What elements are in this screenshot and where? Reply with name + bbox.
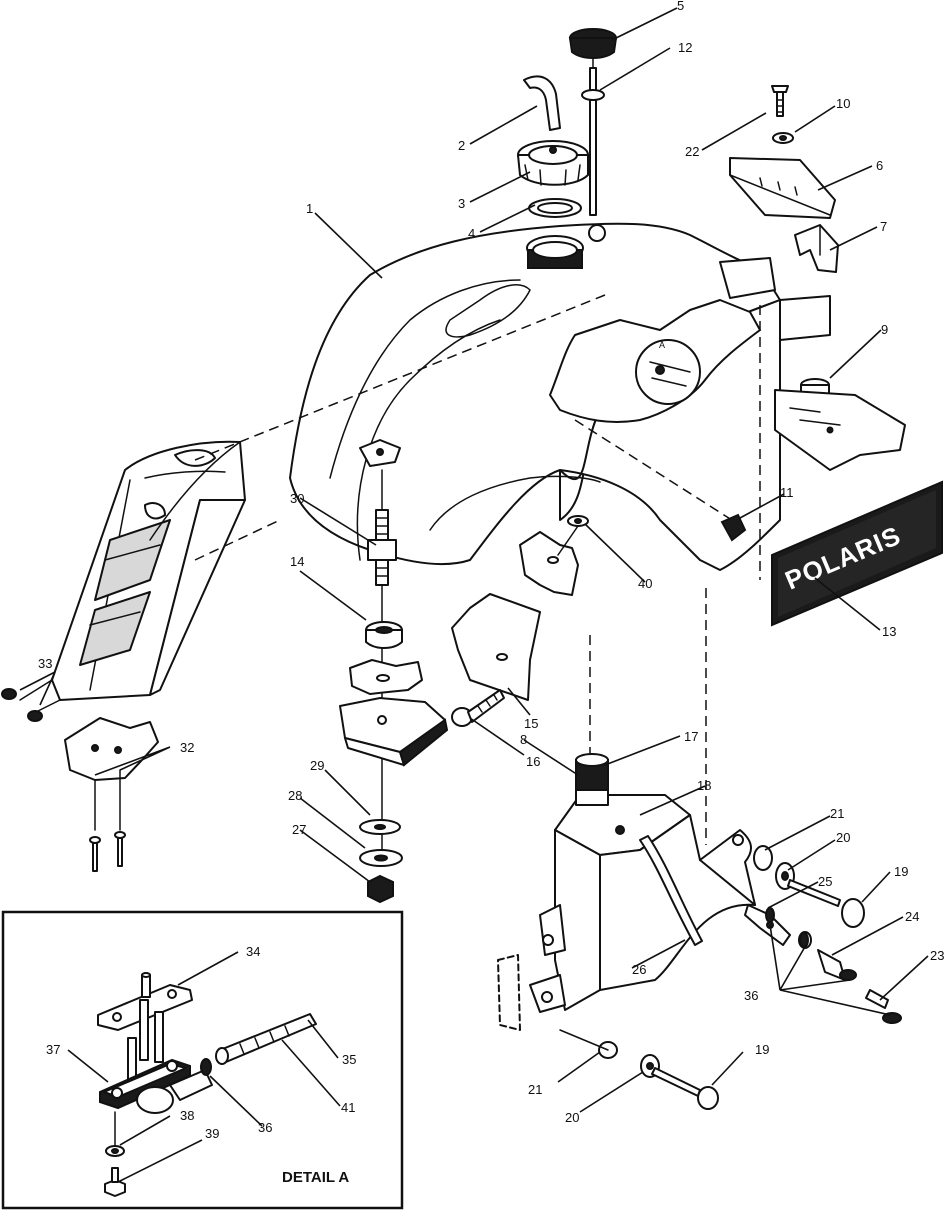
callout-13: 13 xyxy=(882,624,896,639)
callout-6: 6 xyxy=(876,158,883,173)
washer-20-lower xyxy=(640,1054,660,1078)
seat-frame xyxy=(19,440,246,781)
mount-pad xyxy=(349,659,423,695)
callout-12: 12 xyxy=(678,40,692,55)
callout-23: 23 xyxy=(930,948,944,963)
callout-8: 8 xyxy=(520,732,527,747)
screws-32 xyxy=(89,769,126,872)
callout-41: 41 xyxy=(341,1100,355,1115)
heat-shield xyxy=(451,593,541,701)
alignment-line-seat xyxy=(194,294,606,461)
callout-9: 9 xyxy=(881,322,888,337)
callout-3: 3 xyxy=(458,196,465,211)
callout-28: 28 xyxy=(288,788,302,803)
retainer-strap xyxy=(729,157,836,219)
tank-support-plate xyxy=(774,389,906,471)
callout-14: 14 xyxy=(290,554,304,569)
callout-35: 35 xyxy=(342,1052,356,1067)
detail-a-title: DETAIL A xyxy=(282,1169,349,1186)
callout-4: 4 xyxy=(468,226,475,241)
callout-21-lower: 21 xyxy=(528,1082,542,1097)
frame-bracket xyxy=(339,697,449,767)
tank-cap xyxy=(517,140,589,186)
callout-24: 24 xyxy=(905,909,919,924)
callout-16: 16 xyxy=(526,754,540,769)
stand-decal xyxy=(497,954,521,1031)
callout-17: 17 xyxy=(684,729,698,744)
washer-21-upper xyxy=(753,845,773,871)
filler-neck-17 xyxy=(575,753,609,806)
strap-clip xyxy=(794,224,839,273)
fuel-gauge-cap xyxy=(568,28,618,216)
callout-39: 39 xyxy=(205,1126,219,1141)
callout-26: 26 xyxy=(632,962,646,977)
callout-15: 15 xyxy=(524,716,538,731)
axis-lower-bolt xyxy=(559,1029,609,1051)
grommet-11 xyxy=(720,513,747,542)
push-fastener-16 xyxy=(451,689,505,727)
callout-2: 2 xyxy=(458,138,465,153)
callout-36-main: 36 xyxy=(744,988,758,1003)
bushing-14 xyxy=(365,621,403,649)
fitting-23 xyxy=(865,989,902,1024)
callout-30: 30 xyxy=(290,491,304,506)
callout-10: 10 xyxy=(836,96,850,111)
detail-a-marker: A xyxy=(659,340,665,350)
callout-38: 38 xyxy=(180,1108,194,1123)
callout-27: 27 xyxy=(292,822,306,837)
callout-21-upper: 21 xyxy=(830,806,844,821)
callout-34: 34 xyxy=(246,944,260,959)
callout-40: 40 xyxy=(638,576,652,591)
leader-lines xyxy=(19,7,929,1183)
vent-line-26 xyxy=(615,825,703,946)
washer-40 xyxy=(567,515,589,527)
washer-28 xyxy=(359,849,403,867)
callout-25: 25 xyxy=(818,874,832,889)
oil-reservoir xyxy=(529,794,756,1013)
callout-19-lower: 19 xyxy=(755,1042,769,1057)
push-rivet-33 xyxy=(1,688,43,722)
callout-labels: 1 2 3 4 5 6 7 8 9 10 11 12 13 14 15 16 1… xyxy=(38,0,944,1141)
callout-18: 18 xyxy=(697,778,711,793)
fuel-tank xyxy=(289,222,831,571)
bolt-22 xyxy=(771,85,789,117)
cap-gasket xyxy=(528,198,582,218)
callout-11: 11 xyxy=(780,485,794,500)
bolt-19-upper xyxy=(787,879,865,928)
detail-a-box xyxy=(1,910,404,1210)
callout-5: 5 xyxy=(677,0,684,13)
mount-plate-8 xyxy=(519,531,579,596)
clamps-36 xyxy=(765,907,809,948)
callout-37: 37 xyxy=(46,1042,60,1057)
callout-20-lower: 20 xyxy=(565,1110,579,1125)
vent-hose xyxy=(523,75,561,131)
callout-7: 7 xyxy=(880,219,887,234)
washer-29 xyxy=(359,819,401,835)
callout-22: 22 xyxy=(685,144,699,159)
callout-1: 1 xyxy=(306,201,313,216)
callout-33: 33 xyxy=(38,656,52,671)
callout-29: 29 xyxy=(310,758,324,773)
bolt-19-lower xyxy=(651,1067,719,1110)
axis-40 xyxy=(557,525,579,556)
callout-36-detail: 36 xyxy=(258,1120,272,1135)
washer-10 xyxy=(772,132,794,144)
polaris-decal: POLARIS xyxy=(771,480,943,627)
nut-27 xyxy=(367,874,394,904)
callout-19-upper: 19 xyxy=(894,864,908,879)
callout-32: 32 xyxy=(180,740,194,755)
callout-20-upper: 20 xyxy=(836,830,850,845)
